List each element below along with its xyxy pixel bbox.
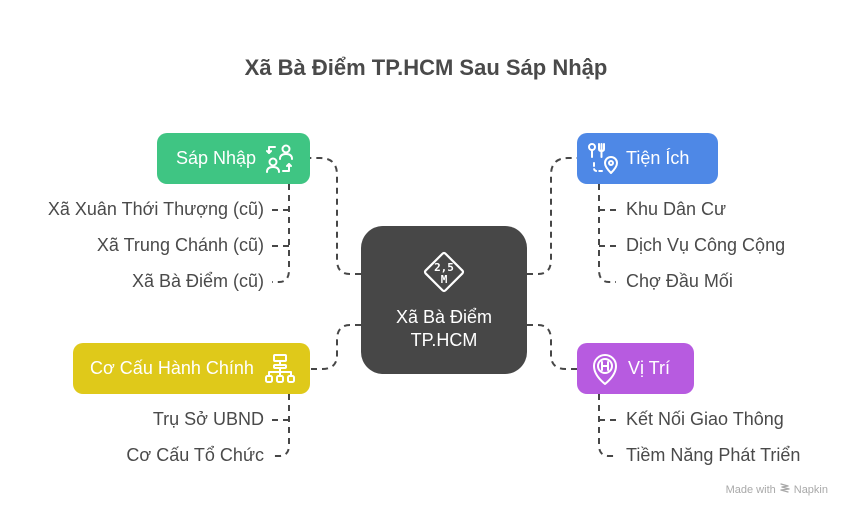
- napkin-watermark: Made with Napkin: [726, 482, 828, 497]
- hospital-pin-icon: [592, 353, 618, 385]
- road-sign-2.5m-icon: 2,5 M: [421, 249, 467, 300]
- amenities-item: Chợ Đầu Mối: [626, 271, 733, 291]
- location-item: Tiềm Năng Phát Triển: [626, 445, 801, 465]
- org-chart-icon: [264, 353, 296, 384]
- amenities-node[interactable]: Tiện Ích: [577, 133, 718, 184]
- made-with-text: Made with: [725, 483, 776, 496]
- location-node[interactable]: Vị Trí: [577, 343, 694, 394]
- merge-item: Xã Trung Chánh (cũ): [96, 235, 264, 255]
- admin-node-label: Cơ Cấu Hành Chính: [90, 358, 254, 378]
- svg-text:2,5: 2,5: [434, 261, 454, 274]
- dining-location-icon: [588, 142, 618, 175]
- admin-node[interactable]: Cơ Cấu Hành Chính: [73, 343, 310, 394]
- merge-node[interactable]: Sáp Nhập: [157, 133, 310, 184]
- center-label-line1: Xã Bà Điểm: [395, 306, 493, 327]
- diagram-title: Xã Bà Điểm TP.HCM Sau Sáp Nhập: [244, 55, 608, 80]
- people-exchange-icon: [266, 144, 294, 174]
- merge-item: Xã Xuân Thới Thượng (cũ): [47, 199, 264, 219]
- amenities-item: Dịch Vụ Công Cộng: [626, 235, 786, 255]
- admin-item: Trụ Sở UBND: [152, 409, 264, 429]
- location-node-label: Vị Trí: [628, 358, 671, 378]
- svg-text:M: M: [441, 273, 448, 286]
- merge-item: Xã Bà Điểm (cũ): [131, 271, 264, 291]
- admin-item: Cơ Cấu Tổ Chức: [126, 445, 264, 465]
- center-node[interactable]: 2,5 M Xã Bà Điểm TP.HCM: [361, 226, 527, 374]
- amenities-item: Khu Dân Cư: [626, 199, 727, 219]
- merge-node-label: Sáp Nhập: [176, 148, 257, 168]
- center-label-line2: TP.HCM: [410, 329, 478, 350]
- napkin-logo-icon: [779, 482, 791, 497]
- amenities-node-label: Tiện Ích: [626, 148, 690, 168]
- location-item: Kết Nối Giao Thông: [626, 409, 784, 429]
- napkin-brand-text: Napkin: [793, 483, 828, 496]
